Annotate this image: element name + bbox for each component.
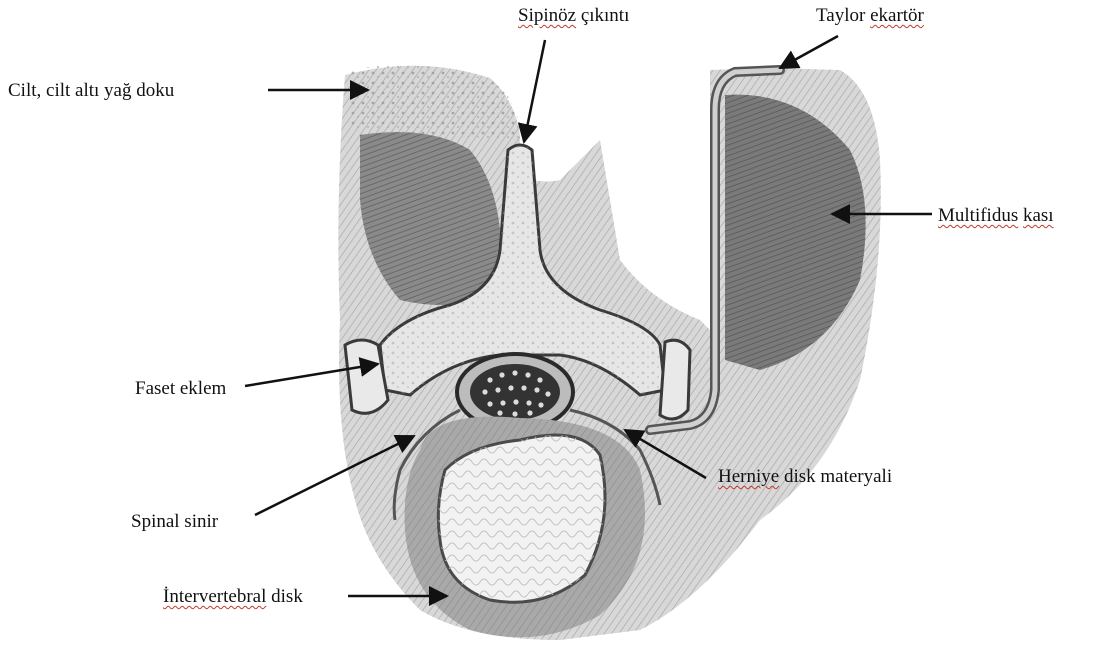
label-herniated-word1: Herniye bbox=[718, 466, 779, 487]
label-disc-word1: İntervertebral bbox=[163, 586, 266, 607]
label-facet-joint: Faset eklem bbox=[135, 378, 226, 400]
label-intervertebral-disc: İntervertebral disk bbox=[163, 586, 303, 608]
label-retractor-word2: ekartör bbox=[870, 5, 924, 26]
label-spinal-nerve: Spinal sinir bbox=[131, 511, 218, 533]
label-spinous-word1: Sipinöz bbox=[518, 5, 576, 26]
label-spinous-word2: çıkıntı bbox=[581, 5, 630, 26]
label-herniated-disc: Herniye disk materyali bbox=[718, 466, 892, 488]
label-multifidus-word2: kası bbox=[1023, 205, 1054, 226]
label-multifidus: Multifidus kası bbox=[938, 205, 1054, 227]
arrow-retractor bbox=[780, 36, 838, 68]
label-spinous-process: Sipinöz çıkıntı bbox=[518, 5, 629, 27]
label-taylor-retractor: Taylor ekartör bbox=[816, 5, 924, 27]
label-disc-word2: disk bbox=[271, 586, 303, 607]
arrow-spinous bbox=[524, 40, 545, 142]
label-retractor-word1: Taylor bbox=[816, 5, 865, 26]
label-multifidus-word1: Multifidus bbox=[938, 205, 1018, 226]
label-herniated-word2: disk materyali bbox=[784, 466, 892, 487]
label-skin: Cilt, cilt altı yağ doku bbox=[8, 80, 174, 102]
intervertebral-disc bbox=[405, 417, 645, 638]
